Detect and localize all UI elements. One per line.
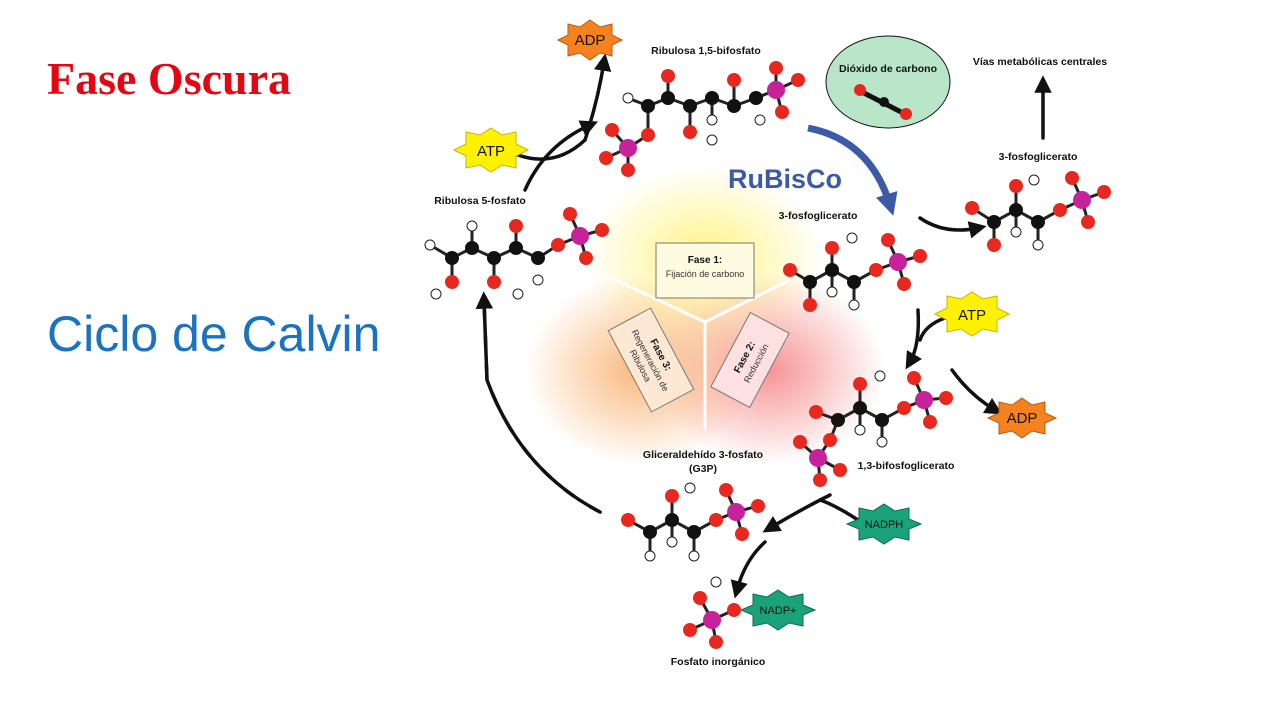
- arrow-ru5p-to-rubp: [523, 120, 598, 192]
- molecule-bpg: [793, 370, 953, 487]
- phase2-box: Fase 2: Reducción: [710, 311, 790, 409]
- nadp-star: NADP+: [739, 589, 817, 631]
- adp-right-star: ADP: [986, 397, 1058, 439]
- label-pga-right: 3-fosfoglicerato: [999, 151, 1078, 163]
- nadph-label: NADPH: [865, 519, 904, 531]
- molecule-pga-right: [965, 171, 1111, 252]
- atp-right-star: ATP: [933, 291, 1011, 337]
- label-rubp: Ribulosa 1,5-bifosfato: [651, 45, 761, 57]
- label-g3p-line1: Gliceraldehído 3-fosfato: [643, 449, 763, 461]
- atp-left-star: ATP: [452, 127, 530, 173]
- atp-left-label: ATP: [477, 143, 505, 160]
- phase1-title: Fase 1:: [688, 255, 722, 266]
- slide-title: Fase Oscura: [47, 53, 292, 104]
- co2-bubble: Dióxido de carbono: [825, 35, 951, 129]
- arrow-g3p-to-ru5p-head: [482, 298, 602, 514]
- arrow-adp-out-right: [950, 368, 1003, 415]
- arrow-bpg-to-g3p: [762, 493, 832, 533]
- phase-divider: [589, 266, 706, 324]
- arrow-pga-to-right: [918, 216, 987, 239]
- label-central-pathways: Vías metabólicas centrales: [973, 56, 1107, 68]
- adp-right-label: ADP: [1007, 410, 1038, 427]
- rubisco-label: RuBisCo: [728, 164, 842, 194]
- label-ru5p: Ribulosa 5-fosfato: [434, 195, 526, 207]
- cycle-arrows: [475, 53, 1052, 599]
- phase3-box: Fase 3: Regeneración de Ribulosa: [607, 307, 695, 413]
- nadph-star: NADPH: [845, 503, 923, 545]
- adp-top-star: ADP: [556, 19, 624, 61]
- molecule-pga-center: [783, 232, 927, 312]
- phase1-box: Fase 1: Fijación de carbono: [655, 242, 755, 299]
- nadp-label: NADP+: [760, 605, 797, 617]
- arrow-atp-in-left: [516, 138, 587, 161]
- co2-label: Dióxido de carbono: [839, 63, 937, 75]
- arrow-g3p-to-pi: [730, 540, 767, 599]
- rubisco-arrow: [807, 124, 898, 216]
- label-pi: Fosfato inorgánico: [671, 656, 766, 668]
- arrow-nadph-in: [818, 498, 860, 522]
- label-pga-center: 3-fosfoglicerato: [779, 210, 858, 222]
- adp-top-label: ADP: [575, 32, 606, 49]
- arrow-pga-to-bpg: [905, 308, 922, 370]
- atp-right-label: ATP: [958, 307, 986, 324]
- arrow-adp-out-top: [583, 53, 612, 142]
- molecule-g3p: [621, 482, 765, 562]
- slide-subtitle: Ciclo de Calvin: [47, 306, 381, 362]
- label-g3p-line2: (G3P): [689, 463, 717, 475]
- label-bpg: 1,3-bifosfoglicerato: [858, 460, 955, 472]
- molecule-pi: [683, 576, 741, 649]
- molecule-rubp: [599, 61, 805, 177]
- molecule-ru5p: [424, 207, 609, 300]
- arrow-atp-in-right: [918, 316, 947, 342]
- phase1-subtitle: Fijación de carbono: [666, 269, 745, 279]
